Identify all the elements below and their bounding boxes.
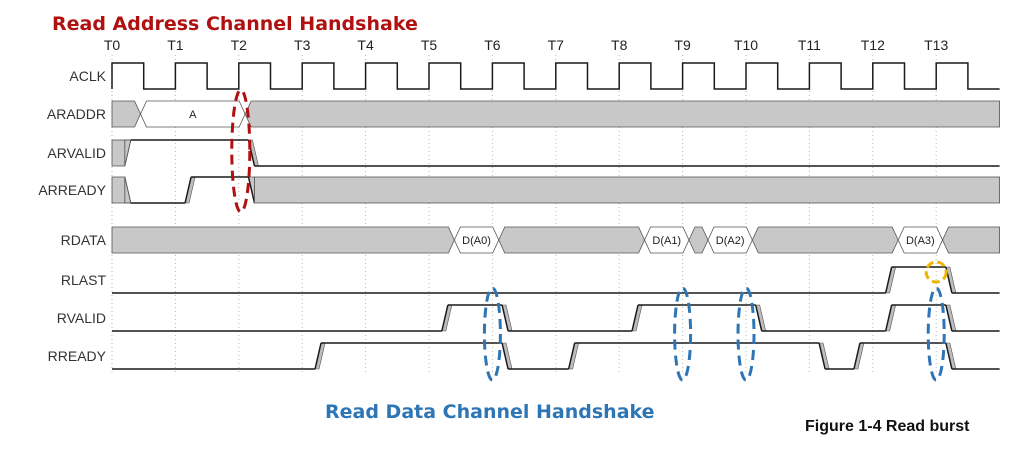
tick-label: T1 — [167, 37, 184, 53]
rlast-marker — [924, 260, 948, 284]
tick-labels: T0 T1 T2 T3 T4 T5 T6 T7 T8 T9 T10 T11 T12 T13 — [104, 37, 949, 53]
tick-label: T7 — [548, 37, 565, 53]
figure-caption: Figure 1-4 Read burst — [805, 418, 970, 435]
signal-label-rvalid: RVALID — [57, 310, 106, 326]
signal-arvalid — [111, 139, 1000, 167]
data-handshake-marker — [736, 286, 756, 382]
tick-label: T4 — [357, 37, 374, 53]
data-handshake-marker — [926, 286, 946, 382]
wire-invalid-region — [111, 139, 126, 167]
signal-label-araddr: ARADDR — [47, 106, 106, 122]
bus-value-label: D(A2) — [716, 235, 745, 247]
bus-invalid-segment — [244, 100, 1000, 128]
bus-invalid-segment — [942, 226, 1000, 254]
signal-rdata: D(A0) D(A1) D(A2) D(A3) — [111, 226, 1000, 254]
signal-aclk — [111, 62, 1000, 90]
tick-label: T2 — [231, 37, 248, 53]
waveforms: A D(A0) D(A1) D(A2) D(A3) — [111, 62, 1000, 370]
signal-arready — [111, 176, 1000, 204]
signal-label-aclk: ACLK — [69, 68, 106, 84]
wire-invalid-region — [111, 176, 126, 204]
tick-label: T13 — [924, 37, 948, 53]
tick-label: T5 — [421, 37, 438, 53]
signal-label-rdata: RDATA — [61, 232, 107, 248]
data-handshake-marker — [673, 286, 693, 382]
signal-araddr: A — [111, 100, 1000, 128]
signal-label-rlast: RLAST — [61, 272, 107, 288]
handshake-markers — [230, 88, 948, 382]
clock-wave — [111, 62, 1000, 90]
wire-invalid-region — [254, 176, 1000, 204]
signal-rready — [112, 342, 1000, 370]
signal-rvalid — [112, 304, 1000, 332]
bus-value-label: D(A0) — [462, 235, 491, 247]
address-handshake-title: Read Address Channel Handshake — [52, 13, 418, 35]
data-handshake-title: Read Data Channel Handshake — [325, 401, 655, 423]
bus-invalid-segment — [498, 226, 646, 254]
bus-invalid-segment — [111, 100, 141, 128]
tick-label: T11 — [798, 37, 821, 53]
bus-invalid-segment — [751, 226, 899, 254]
bus-invalid-segment — [688, 226, 709, 254]
tick-label: T12 — [861, 37, 885, 53]
signal-label-arvalid: ARVALID — [47, 145, 106, 161]
data-handshake-marker — [482, 286, 502, 382]
signal-label-arready: ARREADY — [38, 182, 106, 198]
tick-label: T9 — [674, 37, 691, 53]
bus-value-label: D(A1) — [652, 235, 681, 247]
bus-invalid-segment — [111, 226, 455, 254]
tick-label: T0 — [104, 37, 121, 53]
address-handshake-marker — [230, 88, 252, 214]
tick-label: T6 — [484, 37, 501, 53]
signal-labels: ACLK ARADDR ARVALID ARREADY RDATA RLAST RVALID… — [38, 68, 106, 364]
tick-label: T3 — [294, 37, 311, 53]
tick-label: T8 — [611, 37, 628, 53]
signal-label-rready: RREADY — [48, 348, 107, 364]
bus-value-label: D(A3) — [906, 235, 935, 247]
tick-label: T10 — [734, 37, 758, 53]
bus-value-label: A — [189, 109, 197, 121]
